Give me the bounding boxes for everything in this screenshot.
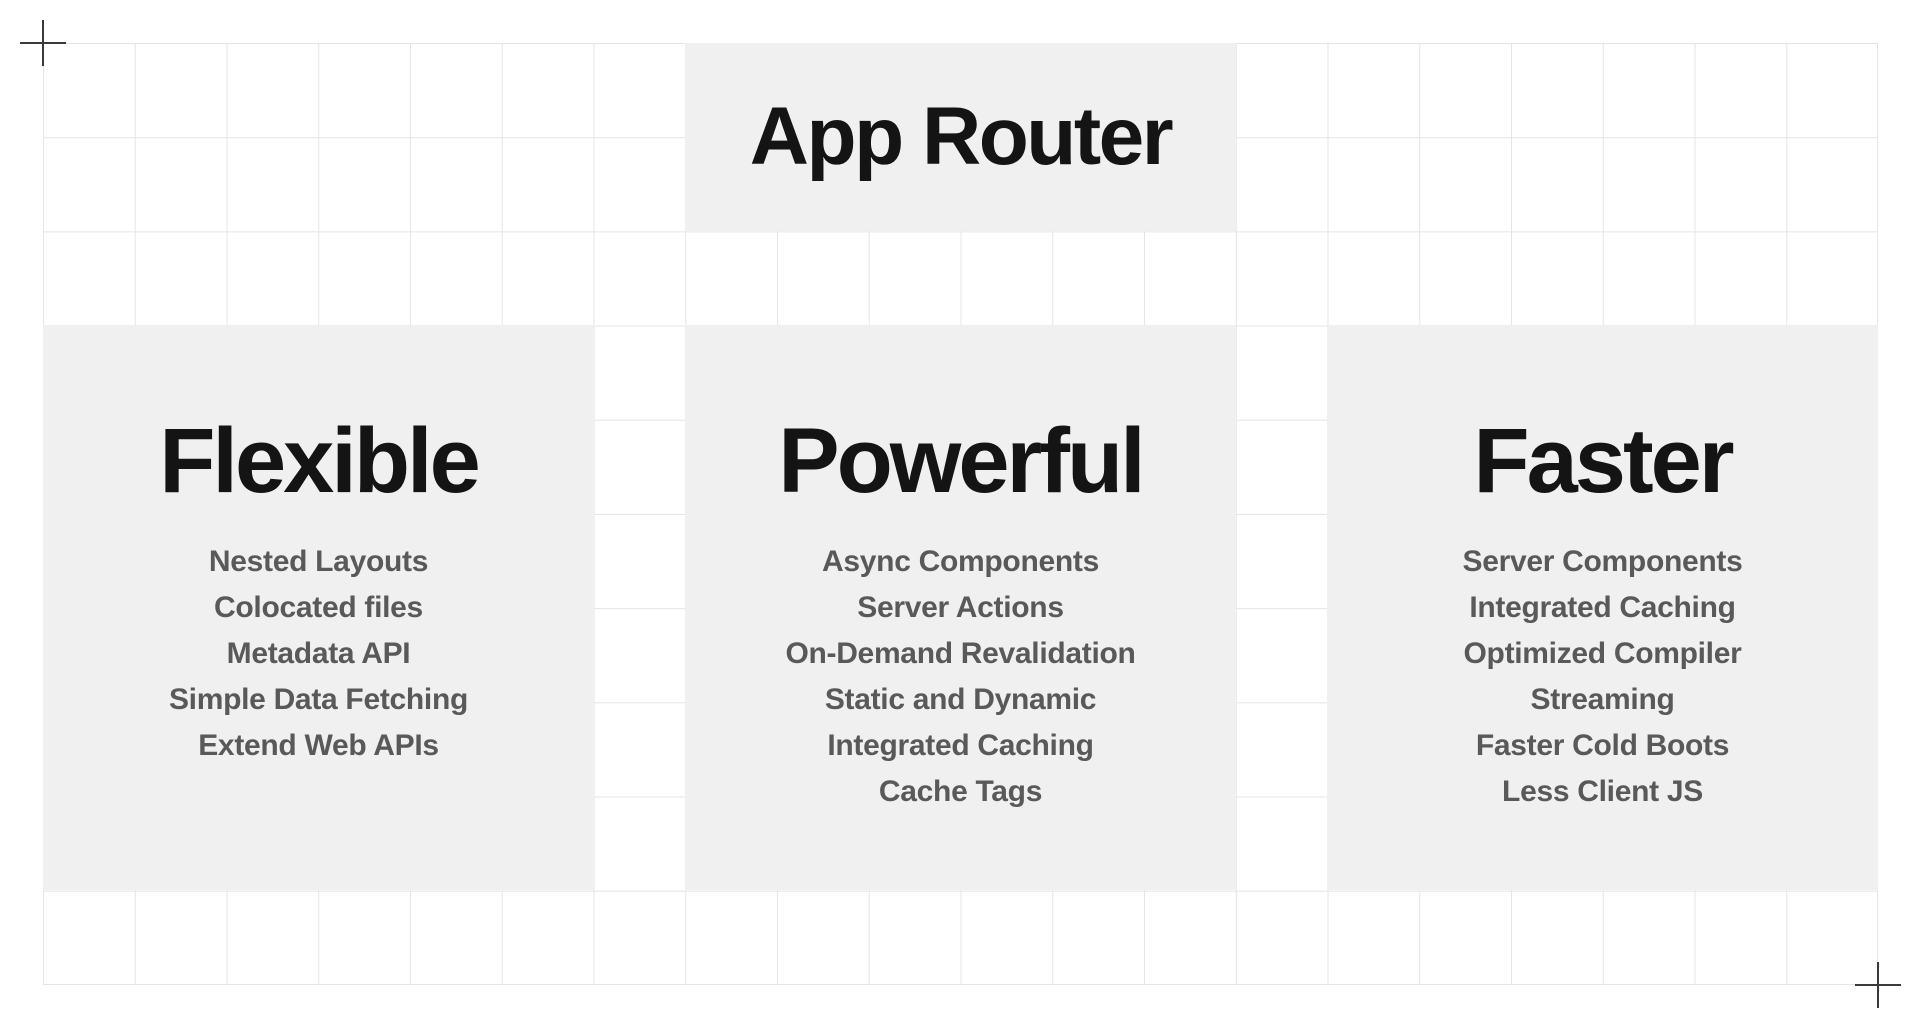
feature-item: Faster Cold Boots <box>1475 729 1730 762</box>
panel-faster: Faster Server Components Integrated Cach… <box>1327 325 1878 890</box>
feature-item: Nested Layouts <box>208 545 429 578</box>
panel-title: Flexible <box>159 410 481 512</box>
feature-item: Server Components <box>1462 545 1743 578</box>
feature-list: Server Components Integrated Caching Opt… <box>1327 539 1878 815</box>
feature-item: Async Components <box>822 545 1099 578</box>
feature-item: Integrated Caching <box>1469 591 1736 624</box>
app-router-banner: App Router <box>685 43 1236 231</box>
feature-item: Colocated files <box>214 591 423 624</box>
feature-item: Integrated Caching <box>827 729 1094 762</box>
feature-item: Static and Dynamic <box>824 683 1097 716</box>
feature-item: Server Actions <box>857 591 1064 624</box>
crop-mark-top-left-icon <box>20 20 66 66</box>
feature-item: Extend Web APIs <box>198 729 439 762</box>
feature-item: Less Client JS <box>1502 775 1703 808</box>
feature-list: Nested Layouts Colocated files Metadata … <box>43 539 594 769</box>
feature-item: On-Demand Revalidation <box>785 637 1136 670</box>
feature-list: Async Components Server Actions On-Deman… <box>685 539 1236 815</box>
feature-item: Optimized Compiler <box>1463 637 1742 670</box>
feature-item: Cache Tags <box>878 775 1043 808</box>
panel-flexible: Flexible Nested Layouts Colocated files … <box>43 325 594 890</box>
panel-powerful: Powerful Async Components Server Actions… <box>685 325 1236 890</box>
crop-mark-bottom-right-icon <box>1855 962 1901 1008</box>
feature-item: Metadata API <box>226 637 411 670</box>
panel-title: Powerful <box>778 410 1145 512</box>
panel-title: Faster <box>1473 410 1734 512</box>
banner-title: App Router <box>749 91 1174 182</box>
feature-item: Streaming <box>1530 683 1675 716</box>
feature-item: Simple Data Fetching <box>168 683 469 716</box>
